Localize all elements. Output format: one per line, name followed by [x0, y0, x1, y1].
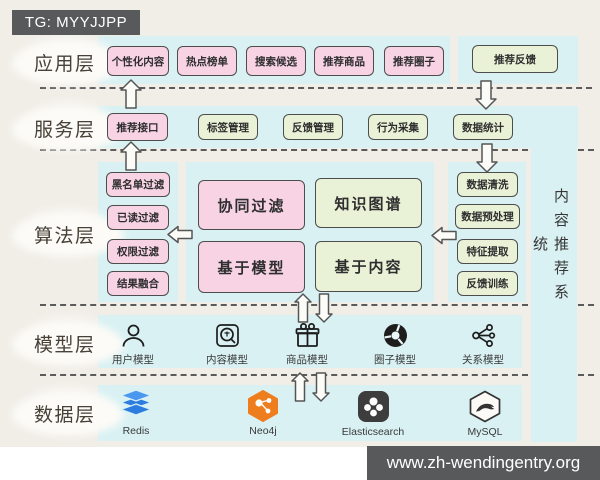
up-down-arrow-pair	[291, 372, 330, 402]
left-arrow	[167, 225, 193, 244]
aperture-icon	[382, 322, 409, 349]
neo4j-icon	[246, 390, 280, 422]
up-arrow	[120, 79, 142, 109]
data-item-neo4j: Neo4j	[225, 390, 301, 437]
system-title: 内容推荐系统	[531, 188, 570, 308]
node-knowledge-graph: 知识图谱	[315, 178, 422, 228]
model-item-label: 用户模型	[112, 354, 154, 366]
data-item-mysql: MySQL	[447, 390, 523, 438]
gift-icon	[294, 322, 321, 349]
node-result-fusion: 结果融合	[107, 271, 169, 296]
elasticsearch-icon	[357, 390, 390, 423]
layer-label-algo: 算法层	[34, 225, 96, 247]
content-icon	[214, 322, 241, 349]
model-item-label: 圈子模型	[374, 354, 416, 366]
layer-divider	[578, 374, 594, 376]
node-behavior-collection: 行为采集	[368, 114, 428, 140]
left-arrow	[431, 226, 457, 245]
node-permission-filter: 权限过滤	[107, 239, 169, 264]
data-item-elasticsearch: Elasticsearch	[333, 390, 413, 438]
data-item-label: Redis	[122, 425, 150, 437]
cloud-shape	[30, 217, 106, 248]
up-arrow	[120, 141, 142, 171]
model-item-label: 商品模型	[286, 354, 328, 366]
node-blacklist-filter: 黑名单过滤	[106, 172, 170, 197]
node-data-statistics: 数据统计	[453, 114, 513, 140]
model-item-goods: 商品模型	[272, 322, 342, 367]
node-data-cleaning: 数据清洗	[457, 172, 518, 197]
up-down-arrow-pair	[294, 293, 333, 323]
node-model-based: 基于模型	[198, 241, 305, 293]
node-recommend-goods: 推荐商品	[314, 46, 374, 76]
model-item-circle: 圈子模型	[360, 322, 430, 367]
redis-icon	[116, 390, 156, 422]
node-hot-list: 热点榜单	[177, 46, 237, 76]
system-side-band	[531, 110, 577, 442]
model-item-label: 关系模型	[462, 354, 504, 366]
layer-label-model: 模型层	[34, 334, 96, 356]
share-icon	[470, 322, 497, 349]
layer-divider	[40, 149, 528, 151]
node-feedback-training: 反馈训练	[457, 271, 518, 296]
layer-divider	[40, 87, 592, 89]
user-icon	[120, 322, 147, 349]
layer-divider	[578, 149, 594, 151]
layer-divider	[578, 304, 594, 306]
node-recommend-api: 推荐接口	[107, 113, 168, 141]
watermark-bottom-badge: www.zh-wendingentry.org	[367, 446, 600, 480]
cloud-shape	[30, 326, 106, 357]
layer-label-data: 数据层	[34, 404, 96, 426]
node-search-candidates: 搜索候选	[246, 46, 306, 76]
model-item-relation: 关系模型	[448, 322, 518, 367]
model-item-content: 内容模型	[192, 322, 262, 367]
node-content-based: 基于内容	[315, 241, 422, 292]
node-tag-management: 标签管理	[198, 114, 258, 140]
node-feature-extraction: 特征提取	[457, 239, 518, 264]
node-recommend-feedback: 推荐反馈	[472, 45, 558, 73]
cloud-shape	[30, 111, 106, 142]
mysql-icon	[467, 390, 503, 423]
model-item-user: 用户模型	[98, 322, 168, 367]
node-read-filter: 已读过滤	[107, 205, 169, 230]
cloud-shape	[30, 45, 106, 76]
watermark-top-badge: TG: MYYJJPP	[12, 10, 140, 35]
node-personalized-content: 个性化内容	[107, 46, 169, 76]
data-layer-band	[98, 385, 522, 441]
down-arrow	[476, 143, 498, 173]
node-recommend-circle: 推荐圈子	[384, 46, 444, 76]
node-feedback-management: 反馈管理	[283, 114, 343, 140]
layer-label-app: 应用层	[34, 53, 96, 75]
data-item-label: Elasticsearch	[341, 426, 405, 438]
layer-divider	[40, 374, 528, 376]
down-arrow	[475, 80, 497, 110]
model-item-label: 内容模型	[206, 354, 248, 366]
data-item-label: MySQL	[467, 426, 503, 438]
node-collaborative-filtering: 协同过滤	[198, 180, 305, 230]
data-item-label: Neo4j	[249, 425, 277, 437]
layer-divider	[40, 304, 528, 306]
layer-label-service: 服务层	[34, 119, 96, 141]
data-item-redis: Redis	[98, 390, 174, 437]
cloud-shape	[30, 396, 106, 427]
node-data-preprocessing: 数据预处理	[455, 204, 520, 229]
